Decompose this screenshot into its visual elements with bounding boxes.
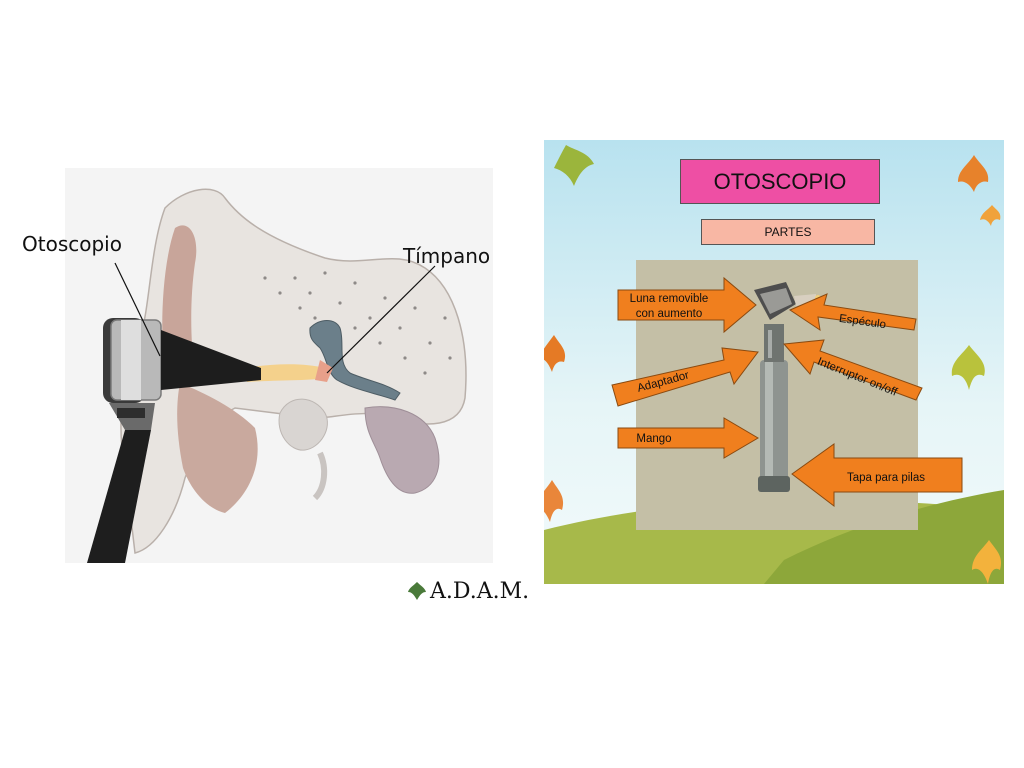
leaf-logo-icon bbox=[408, 582, 426, 600]
part-arrows: Luna removible con aumento Espéculo Adap… bbox=[611, 276, 963, 508]
arrow-battery-cap: Tapa para pilas bbox=[791, 443, 963, 508]
arrow-lens: Luna removible con aumento bbox=[617, 276, 757, 334]
slide-title: OTOSCOPIO bbox=[680, 159, 880, 204]
arrow-adapter: Adaptador bbox=[611, 347, 759, 407]
ear-cross-section-illustration bbox=[87, 188, 467, 563]
autumn-leaf-icon bbox=[554, 145, 594, 186]
label-battery-cap: Tapa para pilas bbox=[847, 472, 925, 484]
adam-watermark: A.D.A.M. bbox=[406, 578, 529, 604]
ear-anatomy-figure: Otoscopio Tímpano bbox=[22, 168, 493, 563]
otoscope-label: Otoscopio bbox=[22, 232, 122, 256]
otoscope-parts-slide: OTOSCOPIO PARTES Luna removible con aume… bbox=[544, 140, 1004, 584]
label-handle: Mango bbox=[636, 433, 671, 445]
slide-subtitle: PARTES bbox=[701, 219, 875, 245]
arrow-handle: Mango bbox=[617, 417, 759, 459]
arrow-speculum: Espéculo bbox=[788, 293, 917, 331]
eardrum-label: Tímpano bbox=[403, 244, 491, 268]
label-lens-line1: Luna removible bbox=[630, 293, 709, 305]
label-lens-line2: con aumento bbox=[636, 308, 703, 320]
arrow-switch: Interruptor on/off bbox=[782, 339, 923, 401]
adam-logo-text: A.D.A.M. bbox=[430, 578, 530, 604]
